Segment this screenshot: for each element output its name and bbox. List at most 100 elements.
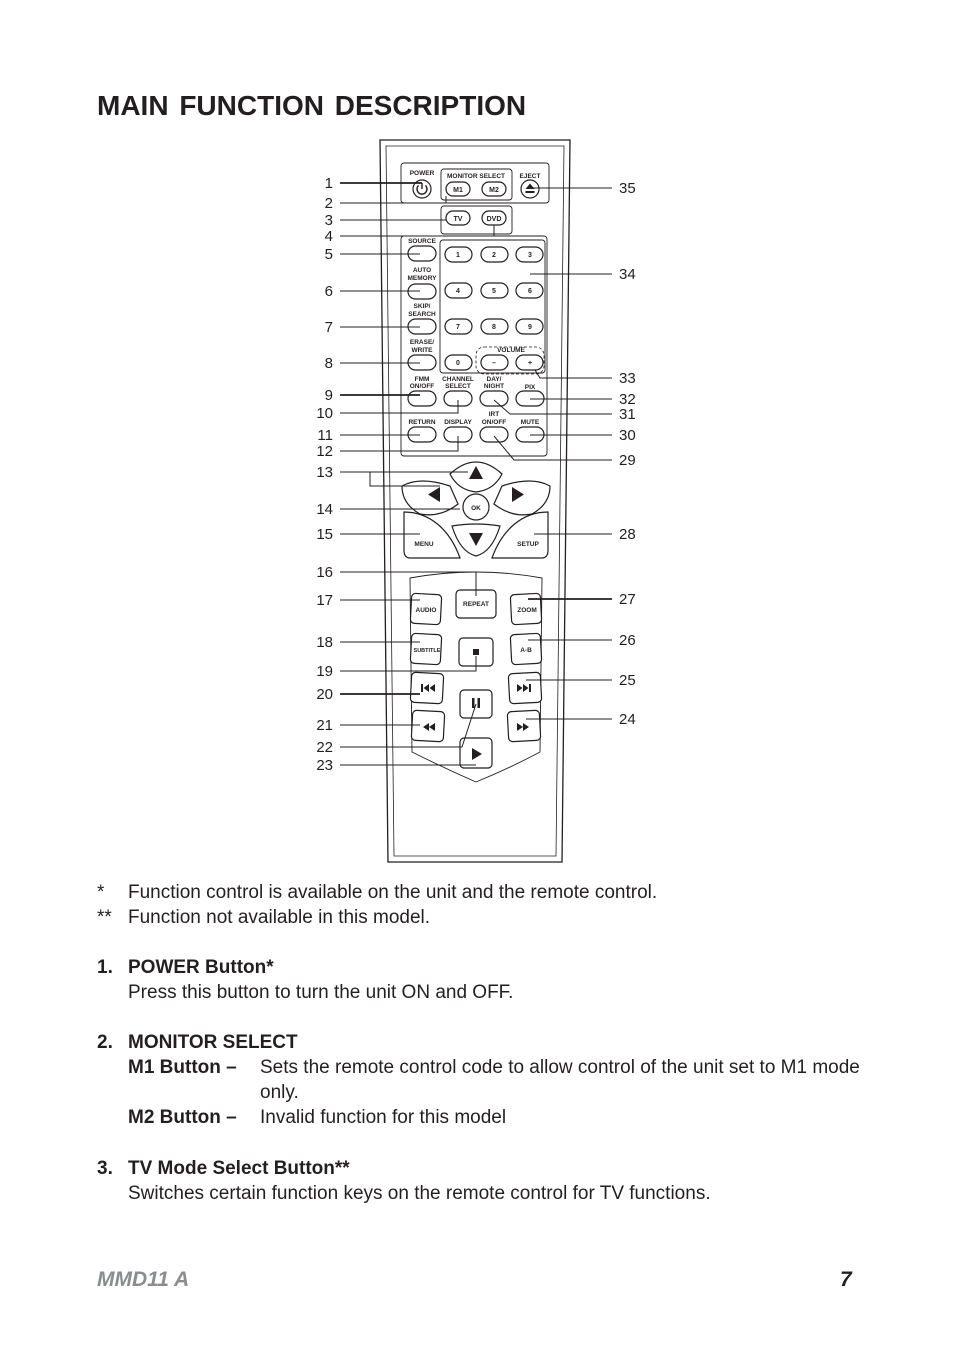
display-label: DISPLAY [444,419,472,426]
callout-25: 25 [619,672,636,689]
digit-4-button[interactable] [444,282,473,299]
pix-label: PIX [525,384,536,391]
dvd-label: DVD [487,216,502,223]
m1-button[interactable] [445,181,471,197]
pause-icon [472,698,480,708]
audio-label: AUDIO [416,607,437,614]
callout-19: 19 [316,663,333,680]
volume-up-button[interactable] [515,354,544,371]
stop-icon [473,649,479,655]
digit-2-button[interactable] [480,246,509,263]
m2-button[interactable] [481,181,507,197]
remote-body-inner [385,145,565,857]
callout-15: 15 [316,526,333,543]
tv-button[interactable] [445,210,471,226]
volume-down-button[interactable] [480,354,509,371]
fmm-button[interactable] [407,390,437,407]
item-title: TV Mode Select Button** [128,1158,350,1179]
monitor-select-label: MONITOR SELECT [447,173,505,180]
notes-list: * Function control is available on the u… [97,880,877,930]
fast-forward-icon [517,723,529,731]
callout-9: 9 [325,387,333,404]
callout-18: 18 [316,634,333,651]
power-label: POWER [410,170,435,177]
ok-button[interactable] [462,493,490,521]
digit-1-button[interactable] [444,246,473,263]
callout-30: 30 [619,427,636,444]
digit-0-label: 0 [456,360,460,367]
arrow-left-icon [428,487,440,502]
callout-28: 28 [619,526,636,543]
skip-next-icon [517,684,531,692]
m2-description-row: M2 Button – Invalid function for this mo… [97,1105,877,1130]
m1-description-row: M1 Button – Sets the remote control code… [97,1055,877,1105]
digit-3-label: 3 [528,252,532,259]
tv-label: TV [454,216,463,223]
note-text: Function control is available on the uni… [128,882,658,903]
callout-6: 6 [325,283,333,300]
zoom-label: ZOOM [517,607,537,614]
nav-left-button[interactable] [401,480,459,516]
channel-label-1: CHANNEL [442,376,474,383]
zoom-button[interactable] [509,592,543,626]
nav-right-button[interactable] [493,480,551,516]
callout-5: 5 [325,246,333,263]
digit-0-button[interactable] [444,354,473,371]
callout-24: 24 [619,711,636,728]
callout-21: 21 [316,717,333,734]
digit-5-button[interactable] [480,282,509,299]
callout-27: 27 [619,591,636,608]
callout-35: 35 [619,180,636,197]
remote-control-diagram: POWER MONITOR SELECT M1 M2 EJECT TV DVD … [316,139,636,863]
audio-button[interactable] [409,592,443,626]
digit-9-button[interactable] [515,318,544,335]
digit-6-button[interactable] [515,282,544,299]
irt-button[interactable] [479,426,509,443]
fmm-label-2: ON/OFF [410,383,435,390]
callout-1: 1 [325,175,333,192]
auto-memory-label-1: AUTO [413,267,431,274]
callout-34: 34 [619,266,636,283]
digit-3-button[interactable] [515,246,544,263]
auto-memory-label-2: MEMORY [407,275,437,282]
callout-12: 12 [316,443,333,460]
callout-11: 11 [317,427,333,444]
volume-up-label: + [528,360,532,367]
channel-label-2: SELECT [445,383,471,390]
item-number: 2. [97,1032,113,1053]
day-night-button[interactable] [479,390,509,407]
digit-7-button[interactable] [444,318,473,335]
subtitle-button[interactable] [409,632,443,666]
digit-2-label: 2 [492,252,496,259]
eject-label: EJECT [520,173,541,180]
m1-description-text: Sets the remote control code to allow co… [260,1057,860,1103]
digit-8-button[interactable] [480,318,509,335]
setup-button[interactable] [491,511,549,559]
m2-description-text: Invalid function for this model [260,1107,507,1128]
m1-description-label: M1 Button – [128,1057,237,1078]
irt-label-2: ON/OFF [482,419,507,426]
ab-repeat-button[interactable] [509,632,543,666]
digit-6-label: 6 [528,288,532,295]
callout-2: 2 [325,195,333,212]
callout-7: 7 [325,319,333,336]
m2-description-label: M2 Button – [128,1107,237,1128]
callout-23: 23 [316,757,333,774]
menu-button[interactable] [403,511,461,559]
digit-5-label: 5 [492,288,496,295]
eject-icon [525,183,535,193]
skip-previous-icon [421,684,435,692]
callout-16: 16 [316,564,333,581]
description-item-tv-mode: 3. TV Mode Select Button** Switches cert… [97,1156,877,1206]
page-title: MAIN FUNCTION DESCRIPTION [97,90,527,121]
digit-7-label: 7 [456,324,460,331]
fmm-label-1: FMM [415,376,430,383]
callout-32: 32 [619,391,636,408]
erase-label-1: ERASE/ [410,339,434,346]
irt-label-1: IRT [489,411,500,418]
callout-14: 14 [316,501,333,518]
callout-17: 17 [316,592,333,609]
description-item-power: 1. POWER Button* Press this button to tu… [97,955,877,1005]
note-mark: ** [97,907,112,928]
setup-label: SETUP [517,541,539,548]
